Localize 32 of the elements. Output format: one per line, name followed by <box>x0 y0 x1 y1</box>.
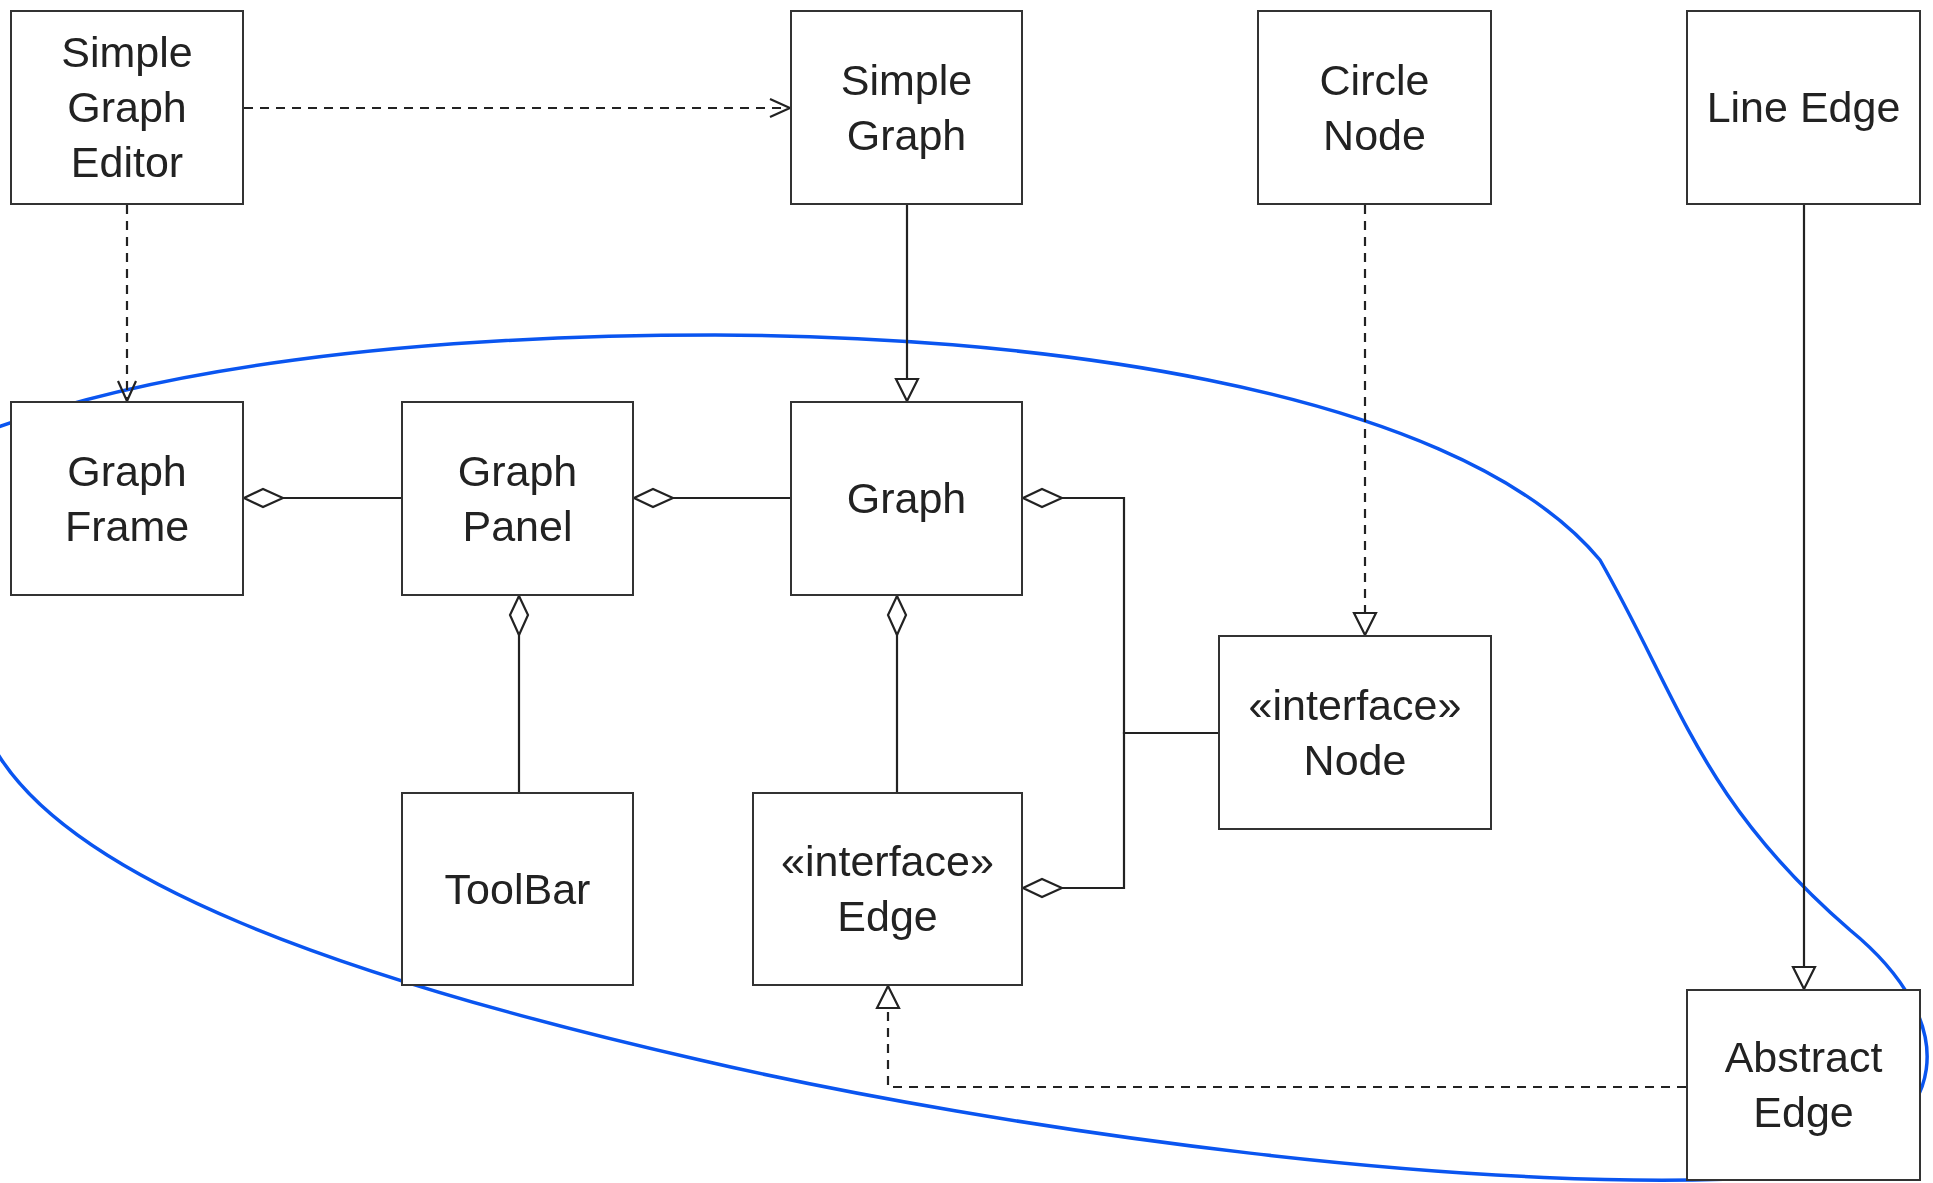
class-name: Edge <box>837 891 938 942</box>
stereotype-label: «interface» <box>1248 679 1462 731</box>
class-box <box>790 401 1023 596</box>
class-box <box>10 401 244 596</box>
arrow <box>1791 205 1817 991</box>
aggregation-line <box>886 594 908 792</box>
class-name: Node <box>1303 734 1407 786</box>
arrow <box>894 205 920 403</box>
arrow <box>244 97 792 119</box>
class-name: Simple Graph Editor <box>60 27 194 188</box>
class-name: Simple Graph <box>839 54 974 161</box>
class-name: ToolBar <box>444 863 591 915</box>
stereotype-label: «interface» <box>781 836 994 887</box>
class-name: Line Edge <box>1706 82 1901 133</box>
class-name: Circle Node <box>1318 54 1431 161</box>
aggregation-line <box>508 594 530 792</box>
class-box <box>401 401 634 596</box>
class-box <box>790 10 1023 205</box>
class-name: Graph <box>846 473 967 524</box>
class-box <box>752 792 1023 986</box>
class-box <box>1686 10 1921 205</box>
arrow <box>1352 205 1378 637</box>
class-box <box>1686 989 1921 1181</box>
class-box <box>401 792 634 986</box>
class-box <box>10 10 244 205</box>
class-name: Graph Panel <box>456 445 579 552</box>
arrow <box>116 205 138 403</box>
class-box <box>1257 10 1492 205</box>
class-name: Graph Frame <box>63 445 191 552</box>
class-name: Abstract Edge <box>1723 1032 1884 1138</box>
class-box <box>1218 635 1492 830</box>
arrow <box>875 984 1686 1089</box>
